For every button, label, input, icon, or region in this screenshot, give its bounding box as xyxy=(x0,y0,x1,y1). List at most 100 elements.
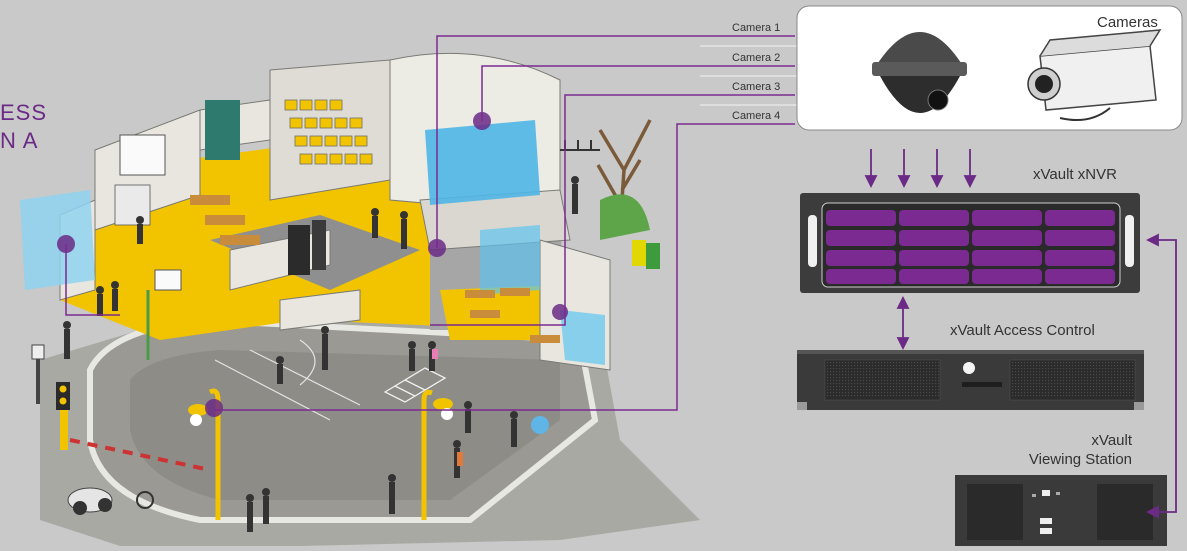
vent-dot xyxy=(911,368,913,370)
vent-dot xyxy=(1087,368,1089,370)
vent-dot xyxy=(1123,374,1125,376)
vent-dot xyxy=(827,371,829,373)
vent-dot xyxy=(1132,377,1134,379)
vent-dot xyxy=(1114,389,1116,391)
vent-dot xyxy=(1033,377,1035,379)
vent-dot xyxy=(1108,392,1110,394)
vent-dot xyxy=(1123,377,1125,379)
vent-dot xyxy=(887,374,889,376)
scooter xyxy=(531,416,549,434)
camera-marker-4 xyxy=(205,399,223,417)
vent-dot xyxy=(1033,368,1035,370)
vent-dot xyxy=(1126,377,1128,379)
vent-dot xyxy=(1039,380,1041,382)
vent-dot xyxy=(869,392,871,394)
vent-dot xyxy=(1018,380,1020,382)
vent-dot xyxy=(827,377,829,379)
vent-dot xyxy=(1015,377,1017,379)
vent-dot xyxy=(938,395,940,397)
vent-dot xyxy=(857,389,859,391)
vent-dot xyxy=(845,380,847,382)
vent-dot xyxy=(908,368,910,370)
vent-dot xyxy=(1132,383,1134,385)
vent-dot xyxy=(1054,362,1056,364)
vent-dot xyxy=(1036,371,1038,373)
vent-dot xyxy=(848,365,850,367)
vent-dot xyxy=(938,383,940,385)
vent-dot xyxy=(1021,383,1023,385)
vent-dot xyxy=(833,383,835,385)
vent-dot xyxy=(908,389,910,391)
vent-dot xyxy=(938,371,940,373)
vent-dot xyxy=(836,386,838,388)
vent-dot xyxy=(833,368,835,370)
vent-dot xyxy=(1030,362,1032,364)
vent-dot xyxy=(1114,362,1116,364)
vent-dot xyxy=(1048,365,1050,367)
vent-dot xyxy=(1075,395,1077,397)
vent-dot xyxy=(926,368,928,370)
vent-dot xyxy=(878,380,880,382)
vent-dot xyxy=(1018,368,1020,370)
viewing-station-device xyxy=(955,475,1167,546)
vent-dot xyxy=(851,380,853,382)
vent-dot xyxy=(1057,383,1059,385)
vent-dot xyxy=(899,386,901,388)
vent-dot xyxy=(1024,386,1026,388)
vent-dot xyxy=(1087,395,1089,397)
vent-dot xyxy=(1066,395,1068,397)
vent-dot xyxy=(911,386,913,388)
vent-dot xyxy=(917,395,919,397)
vent-dot xyxy=(869,386,871,388)
vent-dot xyxy=(881,365,883,367)
vent-dot xyxy=(1039,386,1041,388)
vent-dot xyxy=(860,371,862,373)
vent-dot xyxy=(1081,365,1083,367)
vent-dot xyxy=(1090,371,1092,373)
vent-dot xyxy=(1054,380,1056,382)
vent-dot xyxy=(1123,389,1125,391)
vent-dot xyxy=(905,389,907,391)
vent-dot xyxy=(884,392,886,394)
vent-dot xyxy=(851,392,853,394)
vent-dot xyxy=(1015,365,1017,367)
vent-dot xyxy=(1066,365,1068,367)
vent-dot xyxy=(1021,365,1023,367)
vent-dot xyxy=(1015,383,1017,385)
vent-dot xyxy=(923,389,925,391)
vent-dot xyxy=(1012,368,1014,370)
vent-dot xyxy=(1054,395,1056,397)
vent-dot xyxy=(869,377,871,379)
vent-dot xyxy=(857,392,859,394)
vent-dot xyxy=(1045,377,1047,379)
vent-dot xyxy=(1033,371,1035,373)
vent-dot xyxy=(1030,380,1032,382)
vent-dot xyxy=(869,383,871,385)
vent-dot xyxy=(1048,377,1050,379)
vent-dot xyxy=(875,395,877,397)
vent-dot xyxy=(938,365,940,367)
vent-dot xyxy=(827,389,829,391)
vent-dot xyxy=(899,392,901,394)
vent-dot xyxy=(869,362,871,364)
vent-dot xyxy=(1027,395,1029,397)
vent-dot xyxy=(1108,386,1110,388)
vent-dot xyxy=(875,362,877,364)
vent-dot xyxy=(1015,389,1017,391)
vent-dot xyxy=(1060,389,1062,391)
vent-dot xyxy=(905,383,907,385)
vent-dot xyxy=(857,395,859,397)
auditorium-seats xyxy=(284,99,373,165)
vent-dot xyxy=(872,365,874,367)
vent-dot xyxy=(1069,368,1071,370)
vent-dot xyxy=(1081,377,1083,379)
vent-dot xyxy=(866,386,868,388)
vent-dot xyxy=(1036,368,1038,370)
vent-dot xyxy=(1066,380,1068,382)
vent-dot xyxy=(845,395,847,397)
vent-dot xyxy=(839,371,841,373)
vent-dot xyxy=(830,395,832,397)
vent-dot xyxy=(917,386,919,388)
vent-dot xyxy=(908,365,910,367)
vent-dot xyxy=(908,377,910,379)
